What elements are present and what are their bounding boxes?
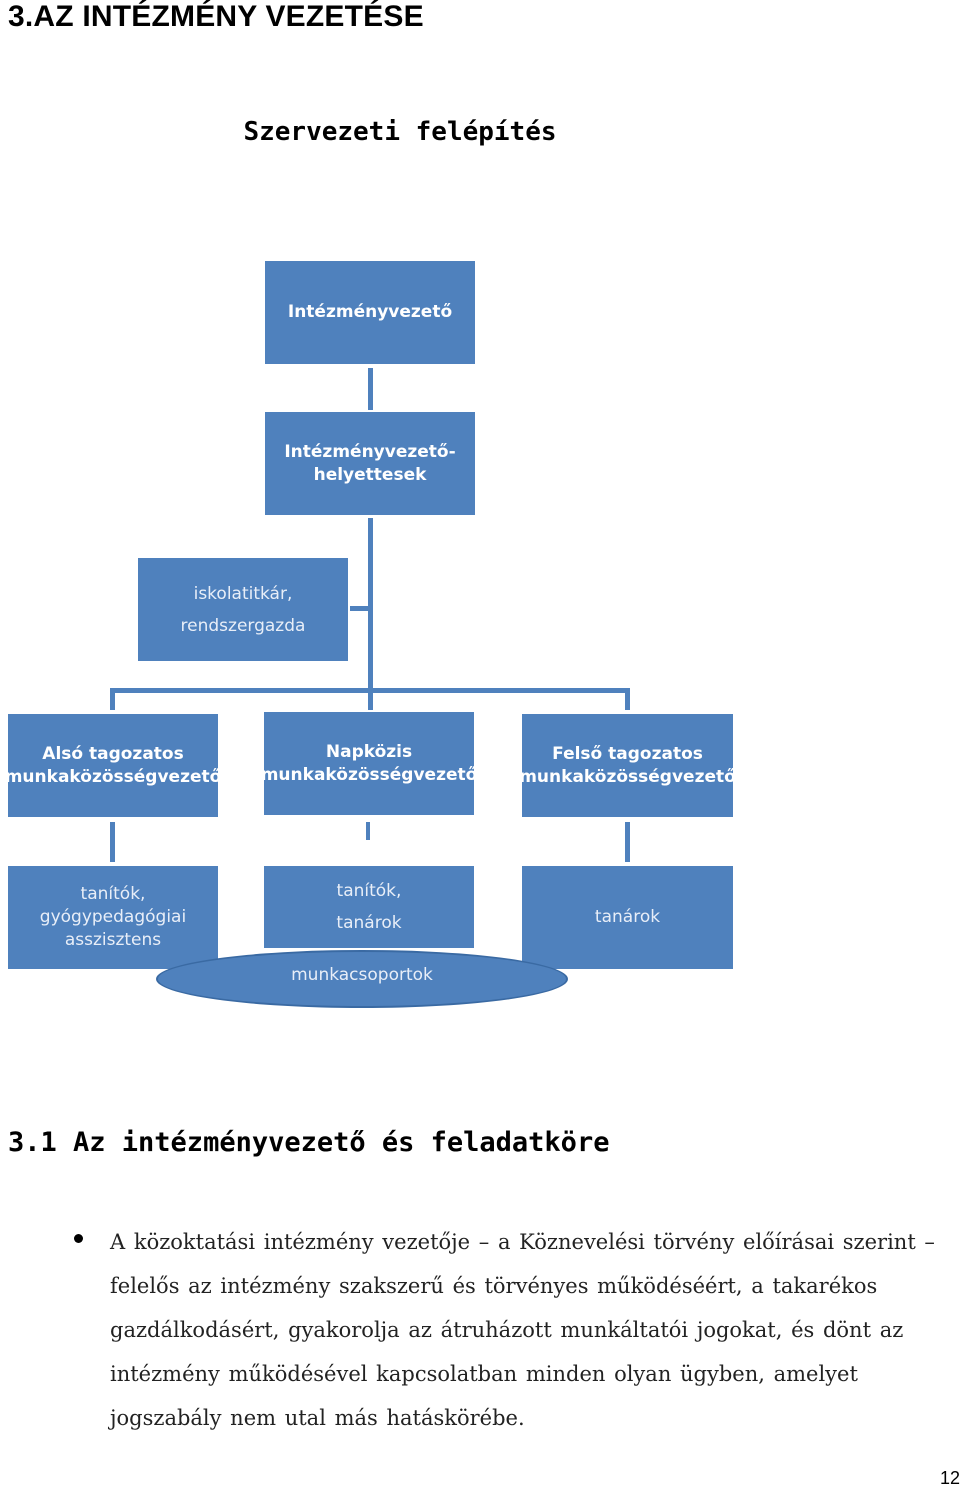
box-team-upper: tanárok — [522, 866, 733, 969]
box-leader-lower: Alsó tagozatos munkaközösségvezető — [5, 714, 221, 817]
connector-leader-team-left — [110, 822, 115, 862]
connector-leader-team-center — [366, 822, 370, 840]
box-deputies: Intézményvezető- helyettesek — [265, 412, 475, 515]
subsection-title: 3.1 Az intézményvezető és feladatköre — [8, 1127, 610, 1158]
box-leader-daycare: Napközis munkaközösségvezető — [261, 712, 477, 815]
org-chart-title: Szervezeti felépítés — [243, 117, 557, 147]
connector-leader-team-right — [625, 822, 630, 862]
connector-deputies-down — [368, 518, 373, 692]
box-team-daycare: tanítók, tanárok — [264, 866, 474, 948]
connector-drop-center — [368, 688, 373, 710]
connector-head-deputies — [368, 368, 373, 410]
bullet-icon — [74, 1234, 83, 1243]
box-head: Intézményvezető — [265, 261, 475, 364]
connector-drop-right — [625, 688, 630, 710]
connector-drop-left — [110, 688, 115, 710]
bullet-list: A közoktatási intézmény vezetője – a Köz… — [110, 1220, 955, 1440]
bullet-paragraph: A közoktatási intézmény vezetője – a Köz… — [110, 1230, 935, 1430]
workgroups-label: munkacsoportok — [291, 965, 433, 985]
page-number: 12 — [939, 1468, 960, 1488]
box-staff: iskolatitkár, rendszergazda — [138, 558, 348, 661]
connector-staff — [350, 606, 370, 611]
section-title: 3.AZ INTÉZMÉNY VEZETÉSE — [8, 0, 424, 33]
box-leader-upper: Felső tagozatos munkaközösségvezető — [519, 714, 736, 817]
workgroups-ellipse — [156, 950, 568, 1008]
box-team-lower: tanítók, gyógypedagógiai asszisztens — [8, 866, 218, 969]
